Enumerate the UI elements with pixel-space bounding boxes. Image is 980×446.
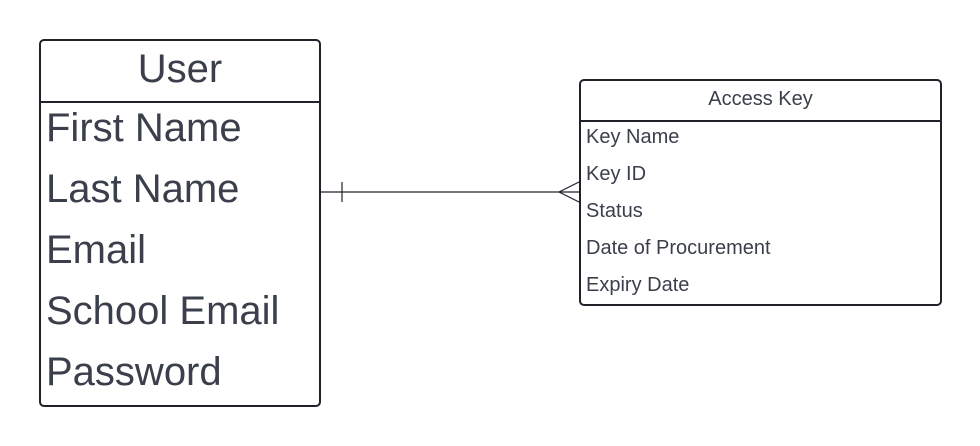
user-attribute-last-name: Last Name: [46, 167, 240, 211]
access-key-attribute-expiry-date: Expiry Date: [586, 274, 690, 296]
access-key-attribute-key-name: Key Name: [586, 126, 680, 148]
many-cardinality-marker-lower: [558, 191, 580, 203]
user-entity-title: User: [41, 41, 319, 103]
user-attribute-email: Email: [46, 228, 147, 272]
user-attribute-school-email: School Email: [46, 289, 280, 333]
access-key-entity-title: Access Key: [581, 81, 940, 122]
access-key-attribute-status: Status: [586, 200, 643, 222]
user-attribute-password: Password: [46, 350, 222, 394]
many-cardinality-marker-upper: [558, 181, 580, 193]
access-key-attribute-date-of-procurement: Date of Procurement: [586, 237, 771, 259]
user-entity[interactable]: User First Name Last Name Email School E…: [39, 39, 321, 407]
access-key-attribute-key-id: Key ID: [586, 163, 647, 185]
access-key-entity[interactable]: Access Key Key Name Key ID Status Date o…: [579, 79, 942, 306]
user-attribute-first-name: First Name: [46, 106, 242, 150]
